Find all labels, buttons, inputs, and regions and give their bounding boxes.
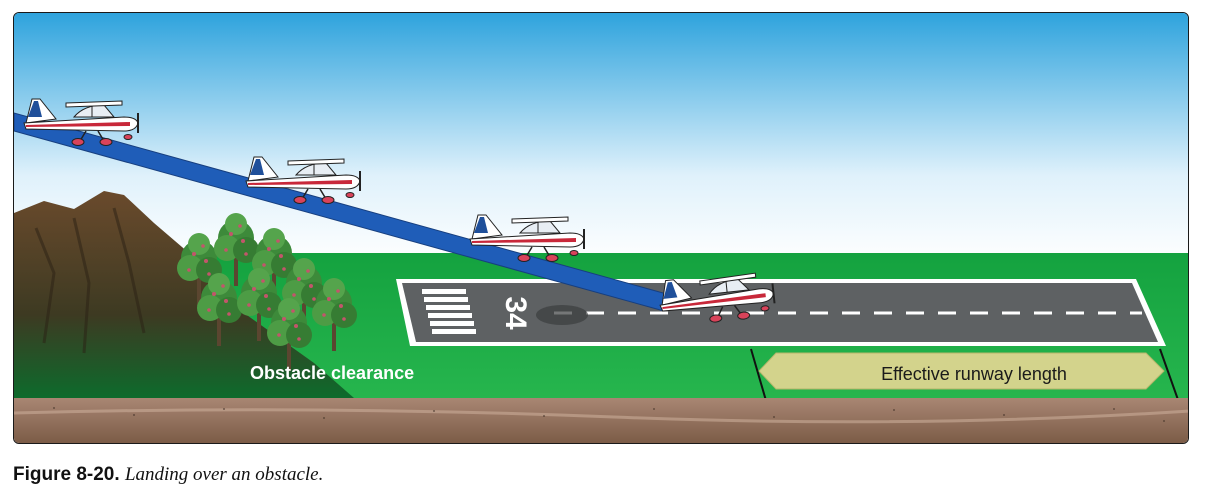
obstacle-clearance-label: Obstacle clearance bbox=[250, 363, 415, 383]
landing-diagram: 34 Obstacle clearance Effective runway l… bbox=[13, 12, 1189, 444]
figure-caption: Figure 8-20. Landing over an obstacle. bbox=[13, 464, 323, 486]
figure-number: Figure 8-20. bbox=[13, 464, 120, 485]
effective-runway-length-label: Effective runway length bbox=[881, 364, 1067, 384]
figure-title: Landing over an obstacle. bbox=[124, 464, 324, 485]
ground-strip bbox=[14, 398, 1188, 443]
runway: 34 bbox=[396, 279, 1166, 346]
effective-runway-length-arrow bbox=[750, 348, 1183, 412]
runway-threshold-markings bbox=[422, 289, 476, 334]
runway-number: 34 bbox=[499, 296, 532, 330]
sky bbox=[14, 13, 1188, 263]
diagram-canvas: 34 bbox=[14, 13, 1188, 443]
hill bbox=[14, 191, 354, 398]
